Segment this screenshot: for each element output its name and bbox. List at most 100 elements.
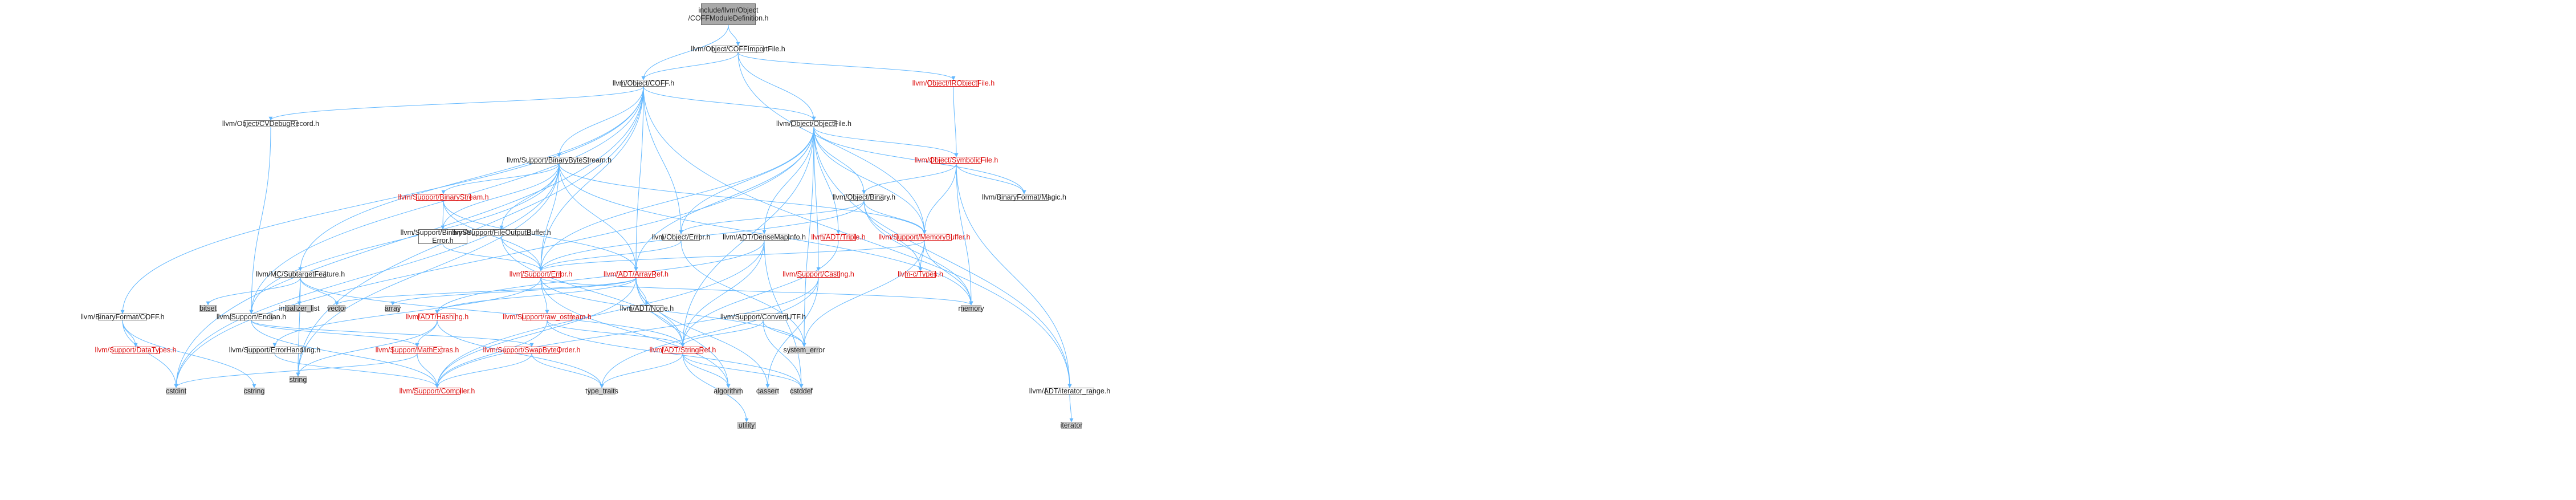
graph-node-label: llvm/ADT/StringRef.h [649, 346, 716, 354]
graph-node-llvm-c-types-h[interactable]: llvm-c/Types.h [898, 270, 943, 278]
graph-node-llvm-adt-none-h[interactable]: llvm/ADT/None.h [620, 304, 674, 312]
graph-node-type-traits: type_traits [585, 387, 618, 395]
graph-node-label: type_traits [585, 387, 618, 395]
dependency-edge [435, 353, 532, 388]
graph-node-label: llvm-c/Types.h [898, 270, 943, 278]
graph-node-label: include/llvm/Object [698, 6, 759, 14]
graph-node-label: system_error [783, 346, 825, 354]
dependency-edge [540, 277, 806, 347]
dependency-edge [763, 320, 806, 347]
dependency-edge [737, 52, 927, 234]
graph-node-llvm-support-endian-h[interactable]: llvm/Support/Endian.h [217, 313, 286, 321]
graph-node-llvm-mc-subtargetfeature-h[interactable]: llvm/MC/SubtargetFeature.h [256, 270, 345, 278]
dependency-edge [813, 127, 866, 194]
dependency-edge [680, 320, 764, 347]
graph-node-llvm-adt-triple-h[interactable]: llvm/ADT/Triple.h [811, 233, 865, 241]
dependency-edge [435, 277, 637, 388]
dependency-edge [802, 127, 814, 347]
graph-node-label: llvm/Object/Binary.h [832, 193, 896, 201]
dependency-edge [268, 86, 644, 121]
dependency-edge [499, 163, 560, 230]
graph-node-label: llvm/Object/CVDebugRecord.h [222, 120, 320, 128]
dependency-edge [174, 163, 560, 388]
graph-node-llvm-support-raw-ostream-h[interactable]: llvm/Support/raw_ostream.h [503, 313, 592, 321]
graph-node-llvm-support-compiler-h[interactable]: llvm/Support/Compiler.h [400, 387, 475, 395]
graph-node-llvm-object-binary-h[interactable]: llvm/Object/Binary.h [833, 193, 895, 201]
dependency-edge [296, 163, 560, 377]
graph-node-cstddef: cstddef [790, 387, 813, 395]
graph-node-label: llvm/ADT/DenseMapInfo.h [723, 233, 806, 241]
graph-node-llvm-adt-stringref-h[interactable]: llvm/ADT/StringRef.h [650, 346, 716, 354]
graph-node-label: llvm/Support/ErrorHandling.h [229, 346, 321, 354]
graph-node-algorithm: algorithm [714, 387, 743, 395]
graph-node-llvm-object-irobjectfile-h[interactable]: llvm/Object/IRObjectFile.h [912, 79, 994, 87]
graph-node-llvm-object-coffimportfile-h[interactable]: llvm/Object/COFFImportFile.h [691, 45, 785, 53]
graph-node-label: utility [738, 421, 755, 429]
dependency-edge [335, 277, 637, 306]
dependency-edge [417, 353, 439, 388]
graph-node-label: llvm/Object/SymbolicFile.h [914, 156, 998, 164]
graph-node-llvm-adt-hashing-h[interactable]: llvm/ADT/Hashing.h [406, 313, 468, 321]
graph-node-llvm-adt-iterator-range-h[interactable]: llvm/ADT/iterator_range.h [1029, 387, 1110, 395]
dependency-edge [559, 163, 638, 271]
dependency-edge [643, 86, 1072, 388]
graph-node-llvm-support-errorhandling-h[interactable]: llvm/Support/ErrorHandling.h [229, 346, 321, 354]
graph-node-label: llvm/Support/DataTypes.h [95, 346, 177, 354]
graph-node-label: llvm/Support/SwapByteOrder.h [483, 346, 581, 354]
graph-node-label: llvm/Support/BinaryStream [400, 229, 486, 237]
dependency-edge [956, 163, 1072, 388]
dependency-edge [679, 200, 865, 234]
dependency-edge [600, 277, 819, 388]
dependency-edge [813, 127, 959, 157]
dependency-edge [540, 277, 731, 388]
graph-node-llvm-object-error-h[interactable]: llvm/Object/Error.h [652, 233, 711, 241]
dependency-edge [435, 277, 819, 388]
dependency-edge [206, 277, 301, 306]
graph-node-cstring: cstring [244, 387, 265, 395]
graph-node-label: llvm/Object/COFF.h [612, 79, 675, 87]
graph-node-label: cassert [756, 387, 780, 395]
graph-node-label: llvm/Support/raw_ostream.h [503, 313, 592, 321]
graph-node-llvm-support-binarystream-h[interactable]: llvm/Support/BinaryStream.h [398, 193, 488, 201]
graph-node-llvm-support-mathextras-h[interactable]: llvm/Support/MathExtras.h [376, 346, 459, 354]
dependency-edge [956, 163, 973, 306]
graph-node-llvm-binaryformat-magic-h[interactable]: llvm/BinaryFormat/Magic.h [982, 193, 1066, 201]
graph-node-label: string [289, 376, 307, 384]
dependency-edge [863, 200, 973, 306]
graph-node-llvm-support-error-h[interactable]: llvm/Support/Error.h [510, 270, 572, 278]
graph-node-label: initializer_list [279, 304, 320, 312]
graph-node-llvm-object-coff-h[interactable]: llvm/Object/COFF.h [613, 79, 674, 87]
graph-node-llvm-object-objectfile-h[interactable]: llvm/Object/ObjectFile.h [776, 120, 851, 128]
graph-node-label: llvm/ADT/Triple.h [811, 233, 866, 241]
graph-node-llvm-support-binarybytestream-h[interactable]: llvm/Support/BinaryByteStream.h [507, 156, 612, 164]
graph-node-label: llvm/Support/Compiler.h [399, 387, 475, 395]
graph-node-label: iterator [1060, 421, 1083, 429]
graph-node-include-llvm-object-coffmoduledefinition-h[interactable]: include/llvm/Object/COFFModuleDefinition… [688, 3, 769, 25]
dependency-edge [765, 277, 819, 388]
dependency-edge [274, 353, 439, 388]
graph-node-label: llvm/Support/FileOutputBuffer.h [452, 229, 551, 237]
graph-node-label: llvm/ADT/None.h [619, 304, 674, 312]
graph-node-array: array [384, 304, 401, 312]
graph-node-llvm-object-symbolicfile-h[interactable]: llvm/Object/SymbolicFile.h [915, 156, 998, 164]
graph-node-llvm-support-memorybuffer-h[interactable]: llvm/Support/MemoryBuffer.h [879, 233, 971, 241]
graph-node-llvm-adt-densemapinfo-h[interactable]: llvm/ADT/DenseMapInfo.h [723, 233, 806, 241]
dependency-edge [174, 353, 418, 388]
graph-node-llvm-support-swapbyteorder-h[interactable]: llvm/Support/SwapByteOrder.h [483, 346, 581, 354]
dependency-edge [540, 277, 973, 306]
graph-node-llvm-support-fileoutputbuffer-h[interactable]: llvm/Support/FileOutputBuffer.h [452, 229, 551, 237]
dependency-edge [251, 320, 419, 347]
graph-node-llvm-support-convertutf-h[interactable]: llvm/Support/ConvertUTF.h [720, 313, 806, 321]
dependency-edge [641, 52, 739, 80]
graph-node-llvm-support-casting-h[interactable]: llvm/Support/Casting.h [782, 270, 854, 278]
dependency-edge [547, 320, 804, 388]
graph-node-label: array [384, 304, 401, 312]
graph-node-llvm-support-datatypes-h[interactable]: llvm/Support/DataTypes.h [95, 346, 176, 354]
dependency-edge [680, 240, 765, 347]
graph-node-llvm-adt-arrayref-h[interactable]: llvm/ADT/ArrayRef.h [604, 270, 669, 278]
graph-node-llvm-object-cvdebugrecord-h[interactable]: llvm/Object/CVDebugRecord.h [222, 120, 319, 128]
dependency-edge [539, 163, 560, 271]
dependency-edge [737, 52, 956, 80]
graph-node-llvm-binaryformat-coff-h[interactable]: llvm/BinaryFormat/COFF.h [80, 313, 164, 321]
